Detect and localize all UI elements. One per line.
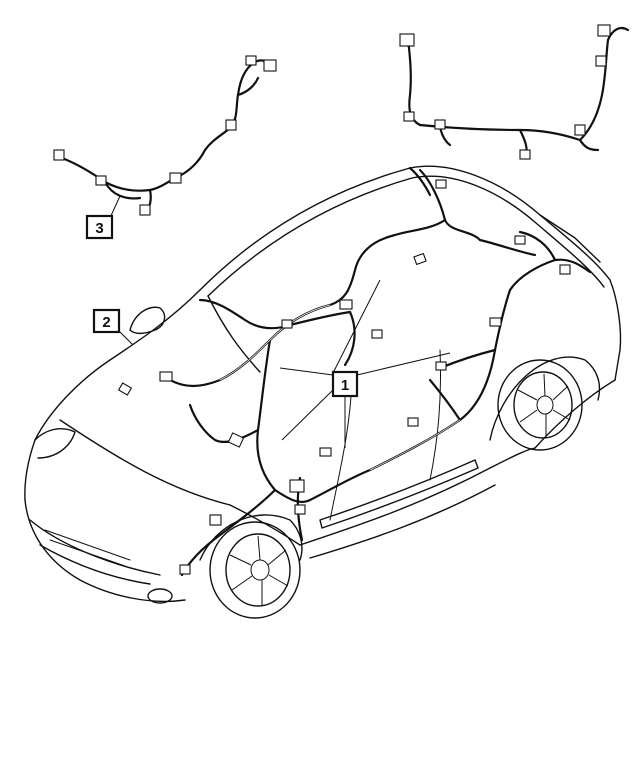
rear-door-wiring-harness (53, 55, 277, 216)
rear-wheel-spokes (517, 373, 571, 436)
liftgate-wiring-harness (399, 24, 630, 160)
callout-3-label: 3 (95, 220, 103, 237)
vehicle-outline (24, 165, 622, 619)
callout-1-label: 1 (341, 377, 349, 394)
callout-3: 3 (85, 195, 121, 240)
front-wheel-spokes (229, 535, 289, 605)
callout-2-label: 2 (102, 314, 110, 331)
callout-1: 1 (279, 279, 451, 448)
body-wiring-harness (117, 166, 592, 577)
callout-2: 2 (92, 308, 134, 346)
